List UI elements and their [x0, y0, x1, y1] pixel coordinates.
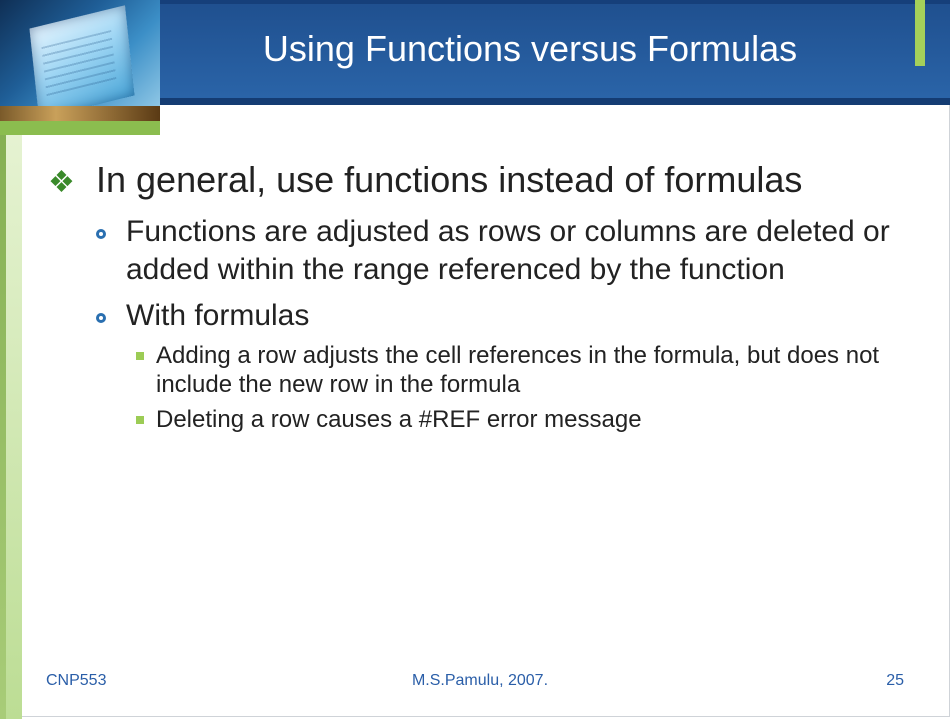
title-bar-underline — [160, 98, 950, 105]
bullet-level3: Deleting a row causes a #REF error messa… — [136, 405, 908, 434]
bullet-level2: With formulas — [92, 297, 908, 335]
header-photo — [0, 0, 160, 135]
bullet-level3-text: Adding a row adjusts the cell references… — [156, 342, 880, 398]
slide-title: Using Functions versus Formulas — [262, 28, 798, 69]
photo-green-strip — [0, 121, 160, 135]
bullet-level3: Adding a row adjusts the cell references… — [136, 341, 908, 399]
footer-course: CNP553 — [46, 672, 107, 689]
bullet-level2-text: With formulas — [126, 299, 310, 332]
bullet-level1-text: In general, use functions instead of for… — [96, 159, 803, 200]
footer-author: M.S.Pamulu, 2007. — [411, 672, 549, 689]
footer-page-number: 25 — [886, 672, 904, 689]
title-bar — [160, 0, 950, 98]
accent-bar — [915, 0, 925, 66]
bullet-level3-text: Deleting a row causes a #REF error messa… — [156, 406, 642, 433]
ring-bullet-icon — [96, 313, 106, 323]
ring-bullet-icon — [96, 229, 106, 239]
green-square-bullet-icon — [136, 352, 144, 360]
title-bar-top-line — [160, 0, 950, 4]
bullet-level2-text: Functions are adjusted as rows or column… — [126, 215, 890, 286]
four-diamond-bullet-icon: ❖ — [48, 166, 75, 199]
bullet-level1: ❖ In general, use functions instead of fo… — [48, 158, 908, 205]
green-square-bullet-icon — [136, 416, 144, 424]
bullet-level2: Functions are adjusted as rows or column… — [92, 213, 908, 289]
slide-content: ❖ In general, use functions instead of fo… — [48, 158, 908, 434]
left-decor-edge — [0, 0, 6, 719]
